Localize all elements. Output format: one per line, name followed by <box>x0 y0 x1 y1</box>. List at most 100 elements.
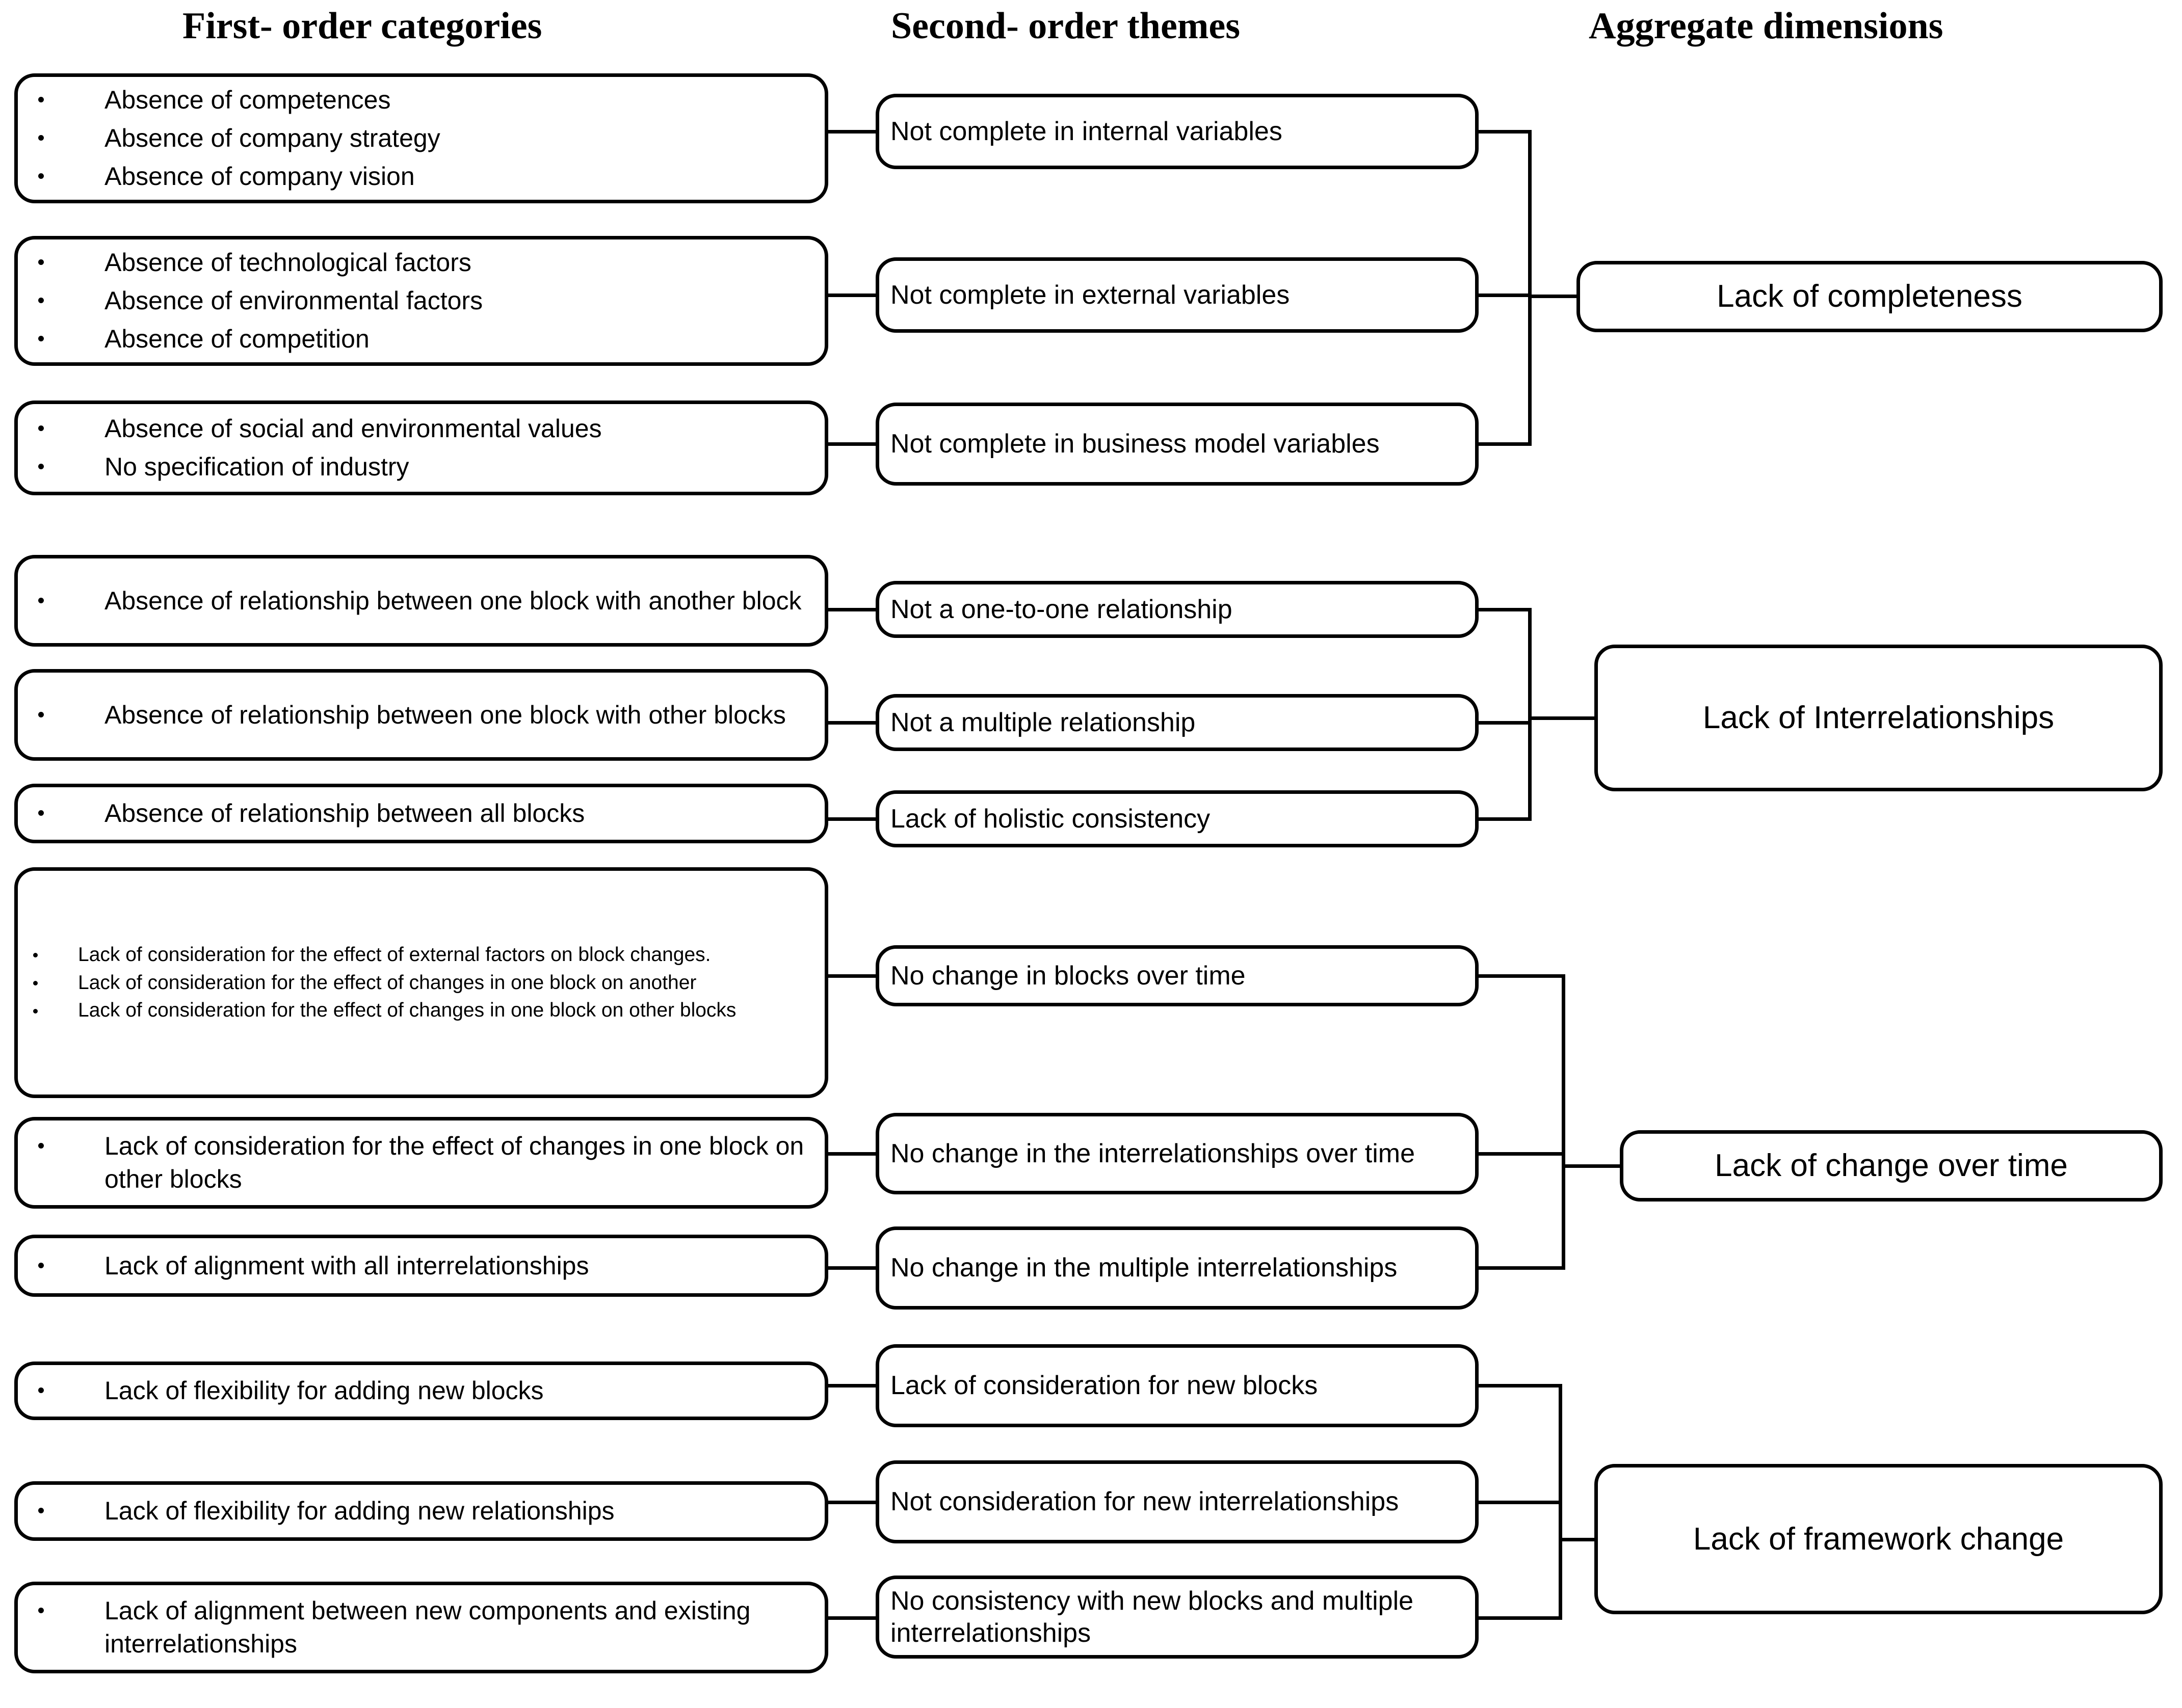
bullet-list: Absence of relationship between one bloc… <box>18 693 825 737</box>
bracket1-spine <box>1528 130 1532 446</box>
bullet-list: Absence of competences Absence of compan… <box>18 78 825 198</box>
list-item: Lack of consideration for the effect of … <box>18 943 825 967</box>
first-order-box-4[interactable]: Absence of relationship between one bloc… <box>14 555 828 647</box>
bullet-list: Absence of technological factors Absence… <box>18 241 825 361</box>
list-item: Absence of relationship between one bloc… <box>18 584 825 618</box>
list-item: No specification of industry <box>18 450 825 484</box>
first-order-box-1[interactable]: Absence of competences Absence of compan… <box>14 73 828 203</box>
second-order-box-4[interactable]: Not a one-to-one relationship <box>876 581 1479 638</box>
first-order-box-8[interactable]: Lack of consideration for the effect of … <box>14 1117 828 1209</box>
second-order-box-8[interactable]: No change in the interrelationships over… <box>876 1113 1479 1194</box>
bullet-list: Absence of social and environmental valu… <box>18 407 825 489</box>
first-order-box-2[interactable]: Absence of technological factors Absence… <box>14 236 828 366</box>
bracket1-stub-mid <box>1479 293 1532 297</box>
bullet-dot <box>38 711 44 717</box>
list-item-text: Lack of consideration for the effect of … <box>78 971 697 994</box>
second-order-box-12[interactable]: No consistency with new blocks and multi… <box>876 1576 1479 1659</box>
list-item: Lack of flexibility for adding new block… <box>18 1374 825 1407</box>
bullet-dot <box>38 597 44 603</box>
bullet-dot <box>38 1387 44 1393</box>
bullet-list: Lack of flexibility for adding new block… <box>18 1369 825 1412</box>
first-order-box-11[interactable]: Lack of flexibility for adding new relat… <box>14 1481 828 1541</box>
aggregate-label: Lack of Interrelationships <box>1702 700 2055 736</box>
second-order-box-5[interactable]: Not a multiple relationship <box>876 694 1479 751</box>
aggregate-box-1[interactable]: Lack of completeness <box>1576 261 2163 332</box>
second-order-label: No change in the multiple interrelations… <box>890 1253 1398 1283</box>
bullet-dot <box>33 1008 38 1013</box>
bullet-dot <box>38 464 44 469</box>
list-item: Lack of flexibility for adding new relat… <box>18 1494 825 1528</box>
aggregate-box-4[interactable]: Lack of framework change <box>1594 1464 2163 1614</box>
first-order-box-12[interactable]: Lack of alignment between new components… <box>14 1582 828 1673</box>
second-order-box-1[interactable]: Not complete in internal variables <box>876 94 1479 169</box>
aggregate-label: Lack of completeness <box>1717 279 2022 314</box>
second-order-box-9[interactable]: No change in the multiple interrelations… <box>876 1226 1479 1310</box>
connector-fo2-so2 <box>828 293 876 297</box>
first-order-box-10[interactable]: Lack of flexibility for adding new block… <box>14 1362 828 1420</box>
second-order-box-7[interactable]: No change in blocks over time <box>876 945 1479 1006</box>
list-item: Absence of company strategy <box>18 122 825 155</box>
list-item: Lack of consideration for the effect of … <box>18 1130 825 1196</box>
list-item: Absence of company vision <box>18 160 825 193</box>
list-item-text: Absence of competences <box>104 86 391 114</box>
second-order-box-6[interactable]: Lack of holistic consistency <box>876 790 1479 847</box>
bracket2-stub-bottom <box>1479 817 1532 821</box>
first-order-box-7[interactable]: Lack of consideration for the effect of … <box>14 867 828 1098</box>
connector-fo4-so4 <box>828 608 876 611</box>
list-item-text: Absence of relationship between all bloc… <box>104 799 585 828</box>
list-item-text: Lack of alignment between new components… <box>104 1596 751 1658</box>
list-item-text: Lack of consideration for the effect of … <box>78 999 737 1022</box>
bracket4-stub-mid <box>1479 1501 1562 1504</box>
first-order-box-9[interactable]: Lack of alignment with all interrelation… <box>14 1235 828 1297</box>
aggregate-label: Lack of change over time <box>1715 1148 2068 1184</box>
connector-fo11-so11 <box>828 1501 876 1504</box>
list-item: Absence of relationship between all bloc… <box>18 797 825 830</box>
list-item-text: Absence of competition <box>104 325 370 353</box>
list-item-text: Absence of company vision <box>104 162 415 191</box>
first-order-box-3[interactable]: Absence of social and environmental valu… <box>14 401 828 495</box>
list-item-text: Lack of flexibility for adding new relat… <box>104 1497 615 1525</box>
list-item: Lack of consideration for the effect of … <box>18 971 825 995</box>
bracket4-stub-bottom <box>1479 1616 1562 1620</box>
bullet-dot <box>38 1262 44 1268</box>
bracket3-spine <box>1562 974 1565 1270</box>
second-order-box-11[interactable]: Not consideration for new interrelations… <box>876 1460 1479 1543</box>
list-item-text: Absence of relationship between one bloc… <box>104 700 786 729</box>
list-item-text: Absence of social and environmental valu… <box>104 414 602 443</box>
bracket2-stub-mid <box>1479 721 1532 725</box>
connector-fo3-so3 <box>828 442 876 446</box>
connector-fo1-so1 <box>828 130 876 134</box>
first-order-box-6[interactable]: Absence of relationship between all bloc… <box>14 784 828 843</box>
second-order-label: Not a one-to-one relationship <box>890 594 1232 624</box>
first-order-box-5[interactable]: Absence of relationship between one bloc… <box>14 669 828 761</box>
list-item: Absence of technological factors <box>18 246 825 279</box>
second-order-box-10[interactable]: Lack of consideration for new blocks <box>876 1344 1479 1427</box>
second-order-box-3[interactable]: Not complete in business model variables <box>876 403 1479 486</box>
second-order-label: No consistency with new blocks and multi… <box>890 1586 1414 1648</box>
bracket4-to-aggregate <box>1559 1538 1597 1541</box>
list-item-text: Absence of technological factors <box>104 248 471 277</box>
column-header-aggregate: Aggregate dimensions <box>1589 5 1943 47</box>
bullet-dot <box>38 298 44 303</box>
bracket1-stub-bottom <box>1479 442 1532 446</box>
column-header-second-order: Second- order themes <box>891 5 1241 47</box>
second-order-label: Not consideration for new interrelations… <box>890 1487 1399 1517</box>
list-item: Lack of alignment with all interrelation… <box>18 1249 825 1283</box>
list-item: Absence of competences <box>18 84 825 117</box>
bracket3-to-aggregate <box>1562 1164 1623 1168</box>
second-order-label: No change in the interrelationships over… <box>890 1138 1415 1168</box>
bullet-list: Lack of alignment between new components… <box>18 1589 825 1666</box>
aggregate-box-2[interactable]: Lack of Interrelationships <box>1594 645 2163 791</box>
bracket4-spine <box>1559 1384 1562 1620</box>
aggregate-box-3[interactable]: Lack of change over time <box>1620 1130 2163 1202</box>
aggregate-label: Lack of framework change <box>1693 1521 2064 1557</box>
bullet-list: Lack of consideration for the effect of … <box>18 939 825 1026</box>
bracket2-spine <box>1528 608 1532 821</box>
column-header-first-order: First- order categories <box>182 5 542 47</box>
list-item-text: Lack of consideration for the effect of … <box>104 1132 804 1193</box>
list-item: Lack of alignment between new components… <box>18 1594 825 1661</box>
list-item: Absence of relationship between one bloc… <box>18 699 825 732</box>
connector-fo7-so7 <box>828 974 876 978</box>
list-item-text: No specification of industry <box>104 452 409 481</box>
second-order-box-2[interactable]: Not complete in external variables <box>876 257 1479 333</box>
